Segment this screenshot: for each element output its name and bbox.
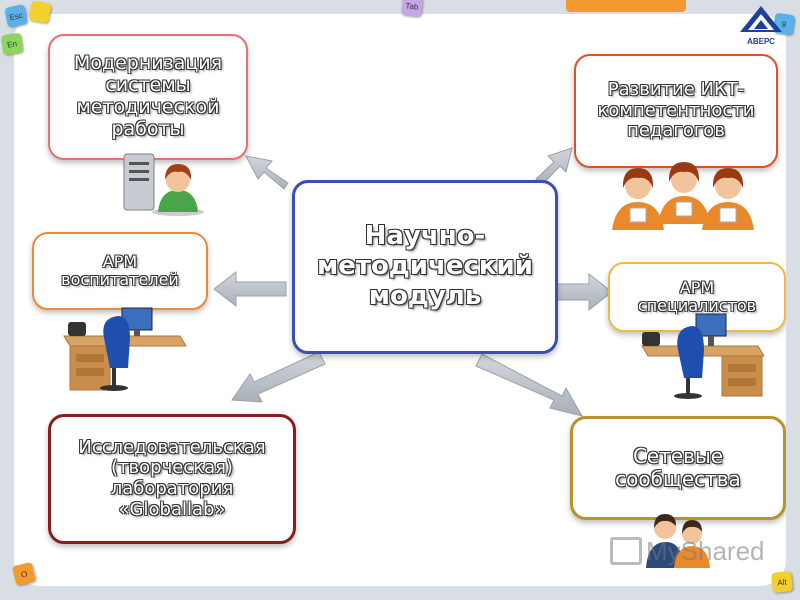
arrow-to-arm-educators bbox=[213, 270, 287, 308]
avers-logo: АВЕРС bbox=[736, 4, 786, 46]
node-arm-educators: АРМ воспитателей bbox=[32, 232, 208, 310]
server-user-icon bbox=[123, 153, 204, 216]
key-en-label: En bbox=[6, 38, 18, 50]
connector-arrows bbox=[213, 147, 613, 417]
node-network: Сетевые сообщества bbox=[570, 416, 786, 520]
node-ict: Развитие ИКТ-компетентности педагогов bbox=[574, 54, 778, 168]
key-tab-label: Tab bbox=[405, 0, 419, 12]
key-esc-label: Esc bbox=[8, 10, 24, 22]
node-modernization: Модернизация системы методической работы bbox=[48, 34, 248, 160]
node-research-lab-text: Исследовательская (творческая) лаборатор… bbox=[78, 436, 266, 520]
key-en-icon: En bbox=[0, 32, 24, 56]
node-research-lab: Исследовательская (творческая) лаборатор… bbox=[48, 414, 296, 544]
key-alt-label: Alt bbox=[776, 577, 788, 587]
workstation-educators-icon bbox=[63, 307, 187, 391]
network-people-icon bbox=[646, 514, 710, 568]
key-yellow-icon bbox=[28, 0, 52, 24]
node-ict-text: Развитие ИКТ-компетентности педагогов bbox=[597, 78, 755, 142]
arrow-to-network bbox=[475, 353, 584, 417]
watermark-icon bbox=[610, 537, 642, 565]
avers-logo-text: АВЕРС bbox=[747, 37, 775, 46]
workstation-specialists-icon bbox=[641, 313, 765, 399]
slide-canvas: Научно-методический модуль Модернизация … bbox=[14, 14, 786, 586]
node-modernization-text: Модернизация системы методической работы bbox=[73, 52, 223, 140]
arrow-to-research-lab bbox=[231, 351, 326, 403]
node-arm-specialists-text: АРМ специалистов bbox=[637, 277, 757, 315]
center-module-text: Научно-методический модуль bbox=[316, 221, 533, 311]
center-module: Научно-методический модуль bbox=[292, 180, 558, 354]
key-tab-icon: Tab bbox=[401, 0, 423, 17]
frame-orange-bar bbox=[566, 0, 686, 12]
teachers-group-icon bbox=[612, 162, 754, 230]
key-o-label: O bbox=[19, 568, 29, 580]
key-esc-icon: Esc bbox=[4, 4, 28, 28]
arrow-to-modernization bbox=[245, 155, 289, 190]
node-network-text: Сетевые сообщества bbox=[615, 444, 741, 491]
key-alt-icon: Alt bbox=[771, 571, 793, 593]
watermark-myshared: MyShared bbox=[610, 534, 770, 568]
avers-logo-icon bbox=[740, 6, 782, 32]
node-arm-educators-text: АРМ воспитателей bbox=[61, 251, 179, 289]
watermark-text: MyShared bbox=[646, 535, 765, 566]
